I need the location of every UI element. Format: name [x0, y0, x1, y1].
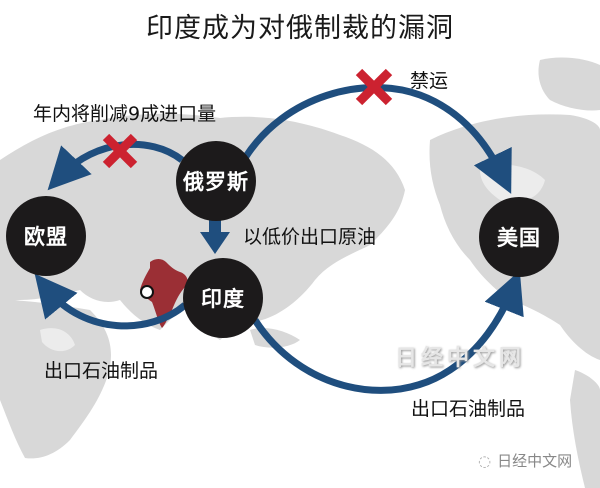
label-russia-to-usa: 禁运 [410, 70, 449, 92]
credit-text: 日经中文网 [497, 452, 573, 470]
wechat-icon: ◌ [478, 452, 492, 470]
label-russia-to-eu: 年内将削减9成进口量 [33, 103, 217, 125]
label-russia-to-india: 以低价出口原油 [243, 226, 377, 248]
node-russia: 俄罗斯 [176, 141, 256, 221]
arrow-india-to-eu [34, 273, 188, 330]
node-eu: 欧盟 [6, 196, 86, 276]
label-india-to-eu: 出口石油制品 [44, 360, 159, 382]
cross-icon-eu-route [102, 133, 138, 169]
arrow-russia-to-usa [242, 84, 512, 194]
source-credit: ◌ 日经中文网 [478, 450, 572, 471]
node-india: 印度 [183, 258, 263, 338]
arrow-india-to-usa [252, 270, 524, 394]
cross-icon-usa-route [355, 68, 393, 106]
label-india-to-usa: 出口石油制品 [411, 398, 526, 420]
india-shape-icon [140, 259, 188, 328]
page-title: 印度成为对俄制裁的漏洞 [146, 13, 454, 44]
watermark: 日经中文网 [395, 346, 526, 371]
city-marker-icon [140, 285, 154, 299]
node-usa: 美国 [479, 197, 559, 277]
